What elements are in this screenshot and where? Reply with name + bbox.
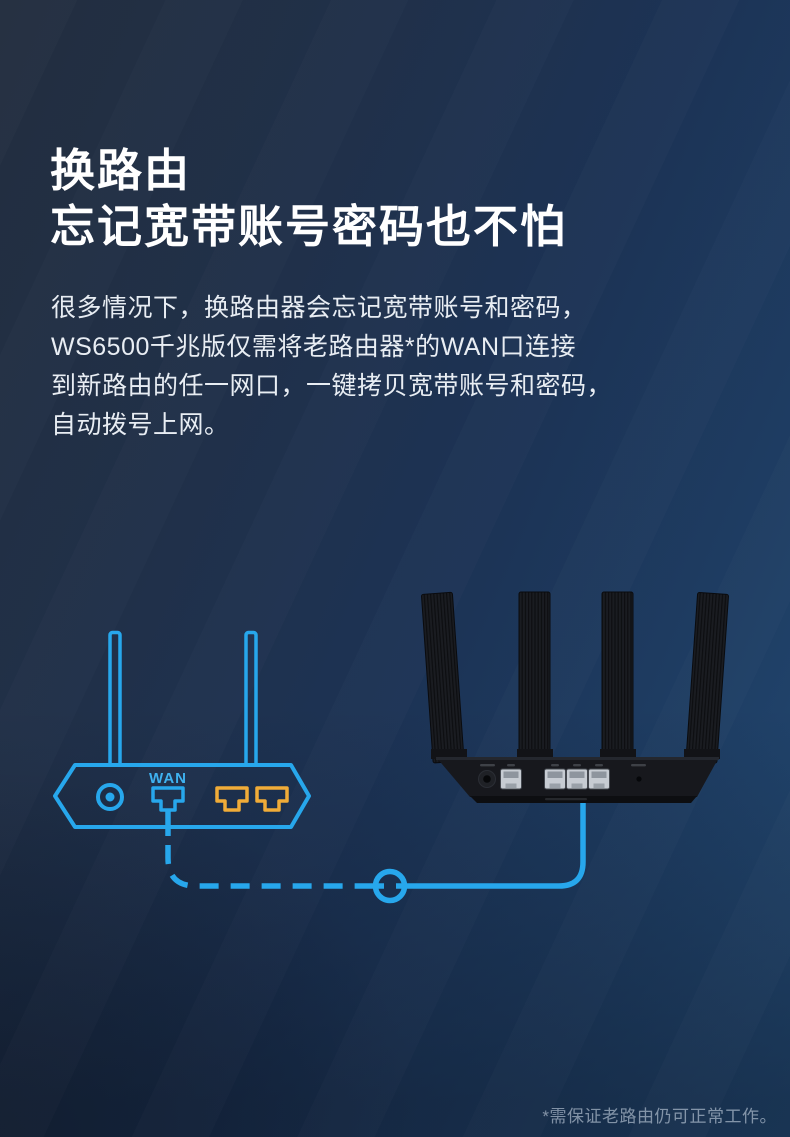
old-router-power-port-icon	[96, 783, 124, 811]
patch-cable	[165, 788, 586, 904]
heading-line-2: 忘记宽带账号密码也不怕	[50, 201, 568, 252]
ethernet-port-icon	[566, 768, 588, 790]
heading-line-1: 换路由	[50, 145, 192, 196]
lan-port-icon	[215, 786, 249, 812]
old-router-antenna-icon	[244, 630, 258, 766]
old-router-antenna-icon	[108, 630, 122, 766]
new-router-antenna-icon	[518, 591, 551, 764]
cable-dashed-line	[165, 845, 361, 889]
ethernet-port-icon	[544, 768, 566, 790]
reset-hole-icon	[636, 776, 642, 782]
wan-port-label: WAN	[149, 770, 187, 787]
intro-line: 自动拨号上网。	[51, 411, 230, 439]
new-router-antenna-icon	[685, 591, 729, 764]
antenna-hinge	[600, 749, 636, 759]
ethernet-port-icon	[500, 768, 522, 790]
wan-port-icon	[151, 786, 185, 812]
intro-line: 到新路由的任一网口，一键拷贝宽带账号和密码，	[51, 372, 613, 400]
port-labels-faint	[480, 764, 646, 801]
new-router-antenna-icon	[601, 591, 634, 764]
new-router-body-bottom-lip	[470, 796, 697, 803]
intro-paragraph: 很多情况下，换路由器会忘记宽带账号和密码， WS6500千兆版仅需将老路由器*的…	[51, 289, 612, 445]
power-jack-icon	[478, 770, 496, 788]
cable-solid-line	[396, 788, 586, 889]
page-title: 换路由 忘记宽带账号密码也不怕	[50, 143, 567, 255]
lan-port-icon	[255, 786, 289, 812]
new-router-antenna-icon	[421, 591, 465, 764]
antenna-hinge	[517, 749, 553, 759]
old-router-body	[53, 763, 311, 829]
intro-line: 很多情况下，换路由器会忘记宽带账号和密码，	[51, 294, 587, 322]
ethernet-port-icon	[588, 768, 610, 790]
footnote: *需保证老路由仍可正常工作。	[542, 1107, 777, 1126]
old-router-illustration: WAN	[53, 630, 311, 829]
antenna-hinge	[684, 749, 720, 759]
connection-diagram: WAN	[0, 560, 790, 980]
new-router-illustration	[421, 591, 729, 803]
new-router-body-highlight	[436, 757, 719, 760]
intro-line: WS6500千兆版仅需将老路由器*的WAN口连接	[51, 333, 577, 361]
connection-diagram-canvas: WAN	[53, 591, 729, 904]
antenna-hinge	[431, 749, 467, 759]
